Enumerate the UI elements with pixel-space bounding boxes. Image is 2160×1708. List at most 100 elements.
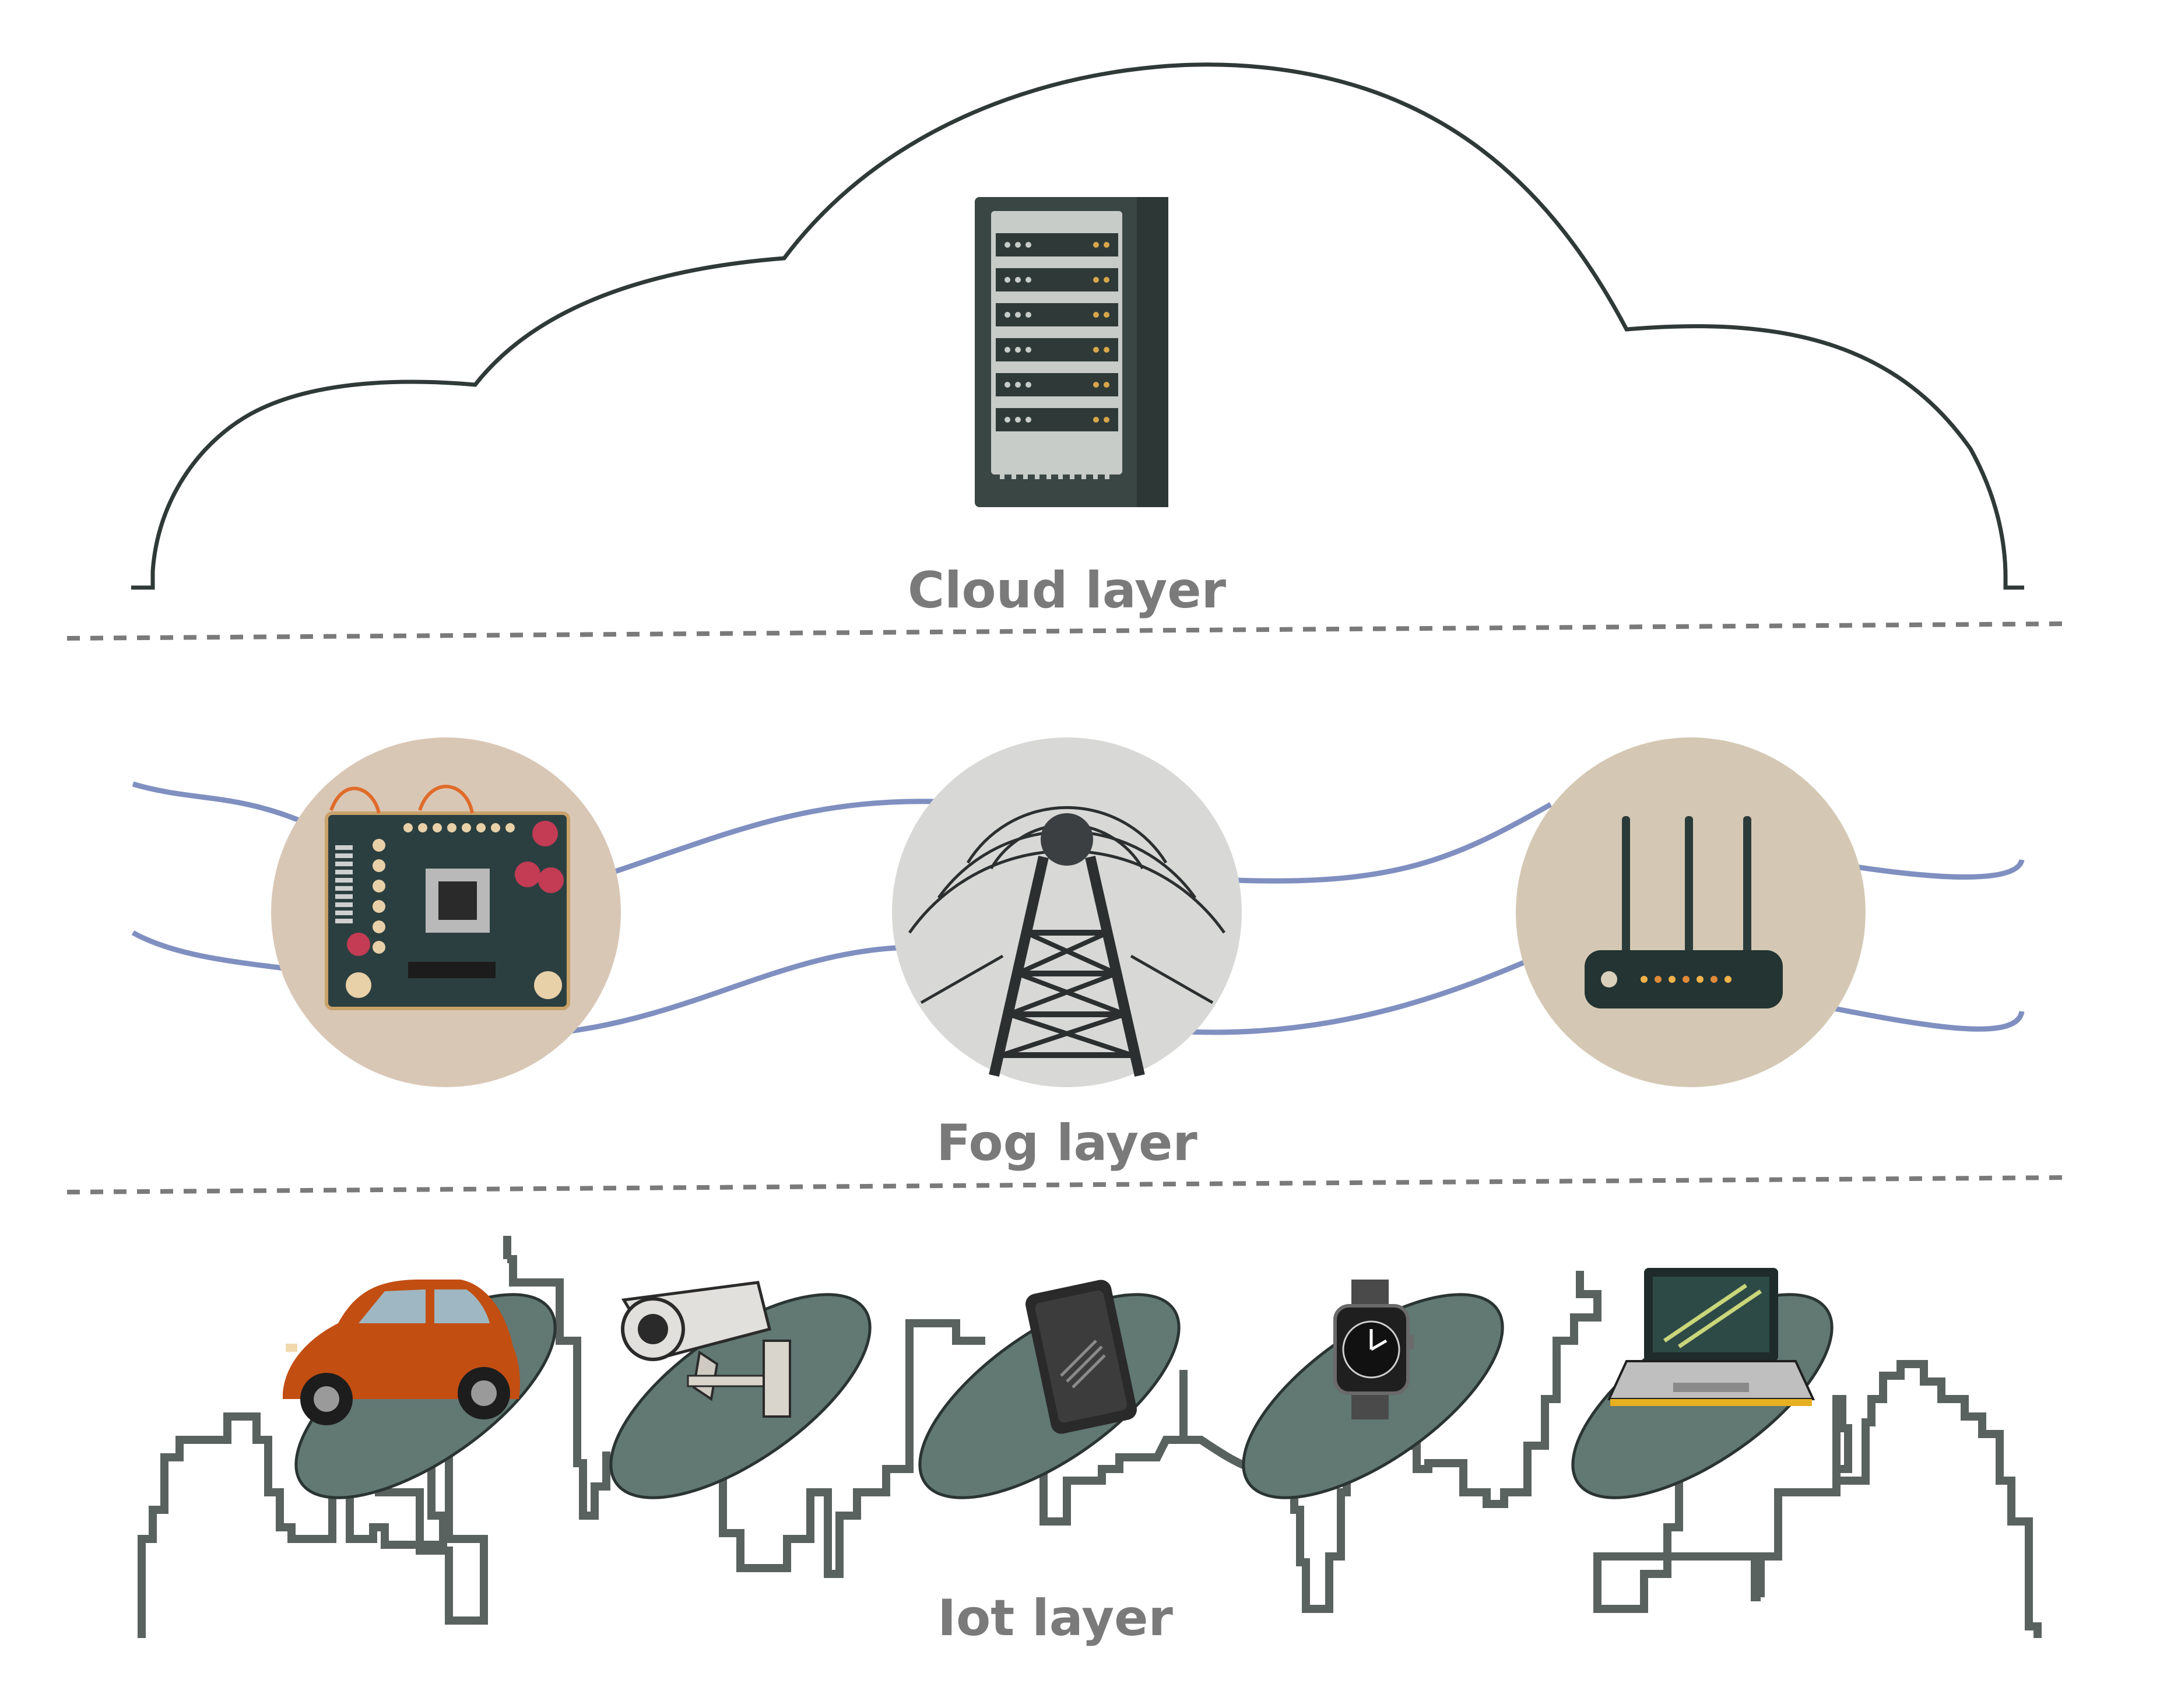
- server-led: [1104, 242, 1109, 248]
- router-led: [1655, 976, 1662, 983]
- board-header: [335, 886, 353, 891]
- car-icon: [283, 1280, 520, 1425]
- server-slot: [996, 303, 1118, 326]
- server-vent: [1081, 466, 1086, 479]
- laptop-icon: [1607, 1268, 1815, 1406]
- board-pin: [418, 823, 427, 832]
- board-header: [335, 894, 353, 899]
- board-pin: [462, 823, 471, 832]
- server-led: [1005, 312, 1010, 318]
- iot-layer-label: Iot layer: [937, 1589, 1173, 1647]
- smartwatch-icon: [1333, 1280, 1414, 1419]
- server-led: [1005, 347, 1010, 353]
- circuit-board-icon: [325, 785, 570, 1010]
- board-header: [335, 845, 353, 850]
- router-led: [1669, 976, 1676, 983]
- server-led: [1025, 312, 1031, 318]
- server-led: [1025, 347, 1031, 353]
- router-led: [1711, 976, 1718, 983]
- server-led: [1005, 382, 1010, 388]
- server-led: [1005, 277, 1010, 283]
- server-led: [1015, 312, 1021, 318]
- cloud-outline: [131, 62, 2024, 590]
- router-led: [1641, 976, 1648, 983]
- server-led: [1025, 242, 1031, 248]
- server-vent: [1000, 466, 1005, 479]
- divider-fog-iot: [66, 1175, 2067, 1194]
- circuit-board-node: [271, 737, 621, 1087]
- server-rack-icon: [975, 197, 1168, 507]
- board-pin: [373, 900, 385, 913]
- smartphone-icon: [1025, 1280, 1137, 1434]
- wifi-router-node: [1516, 737, 1866, 1087]
- server-vent: [1011, 466, 1016, 479]
- server-vent: [1035, 466, 1039, 479]
- board-pin: [373, 839, 385, 852]
- cloud-layer-label: Cloud layer: [908, 561, 1227, 620]
- server-led: [1104, 277, 1109, 283]
- server-vent: [1105, 466, 1109, 479]
- server-led: [1104, 312, 1109, 318]
- cloud-layer: Cloud layer: [131, 62, 2024, 620]
- server-slot: [996, 408, 1118, 431]
- fog-layer: Fog layer: [131, 737, 2025, 1172]
- server-led: [1015, 417, 1021, 423]
- board-header: [335, 870, 353, 874]
- server-slot: [996, 233, 1118, 256]
- router-led: [1725, 976, 1731, 983]
- board-header: [335, 878, 353, 883]
- board-header: [335, 902, 353, 907]
- board-pin: [491, 823, 500, 832]
- server-led: [1025, 382, 1031, 388]
- server-led: [1025, 277, 1031, 283]
- server-slot: [996, 338, 1118, 361]
- board-pin: [433, 823, 442, 832]
- server-led: [1104, 417, 1109, 423]
- fog-layer-label: Fog layer: [936, 1114, 1197, 1172]
- board-pin: [403, 823, 413, 832]
- server-led: [1104, 347, 1109, 353]
- wave-line-lower: [131, 930, 2025, 1035]
- board-header: [335, 911, 353, 915]
- server-vent: [1046, 466, 1051, 479]
- board-pin: [373, 880, 385, 892]
- board-header: [335, 853, 353, 858]
- server-led: [1015, 382, 1021, 388]
- server-led: [1015, 242, 1021, 248]
- server-led: [1093, 382, 1099, 388]
- wave-line-upper: [132, 781, 2025, 884]
- server-led: [1005, 417, 1010, 423]
- server-led: [1093, 347, 1099, 353]
- wifi-router-icon: [1585, 816, 1783, 1008]
- server-vent: [1070, 466, 1074, 479]
- radio-tower-icon: [908, 806, 1226, 1077]
- server-led: [1093, 277, 1099, 283]
- server-led: [1104, 382, 1109, 388]
- server-vent: [1093, 466, 1098, 479]
- server-vent: [1058, 466, 1063, 479]
- server-led: [1093, 312, 1099, 318]
- board-pin: [476, 823, 486, 832]
- server-slot: [996, 373, 1118, 396]
- divider-cloud-fog: [66, 621, 2067, 641]
- server-led: [1093, 417, 1099, 423]
- board-header: [335, 862, 353, 866]
- board-header: [335, 919, 353, 923]
- board-pin: [373, 941, 385, 954]
- board-pin: [505, 823, 515, 832]
- server-led: [1025, 417, 1031, 423]
- radio-tower-node: [892, 737, 1242, 1087]
- security-camera-icon: [621, 1281, 791, 1418]
- board-pin: [447, 823, 456, 832]
- router-led: [1697, 976, 1704, 983]
- iot-layer: Iot layer: [138, 1236, 2042, 1647]
- server-led: [1015, 347, 1021, 353]
- server-led: [1005, 242, 1010, 248]
- board-pin: [373, 859, 385, 872]
- server-led: [1093, 242, 1099, 248]
- server-vent: [1023, 466, 1028, 479]
- server-slot: [996, 268, 1118, 291]
- router-led: [1683, 976, 1690, 983]
- board-pin: [373, 920, 385, 933]
